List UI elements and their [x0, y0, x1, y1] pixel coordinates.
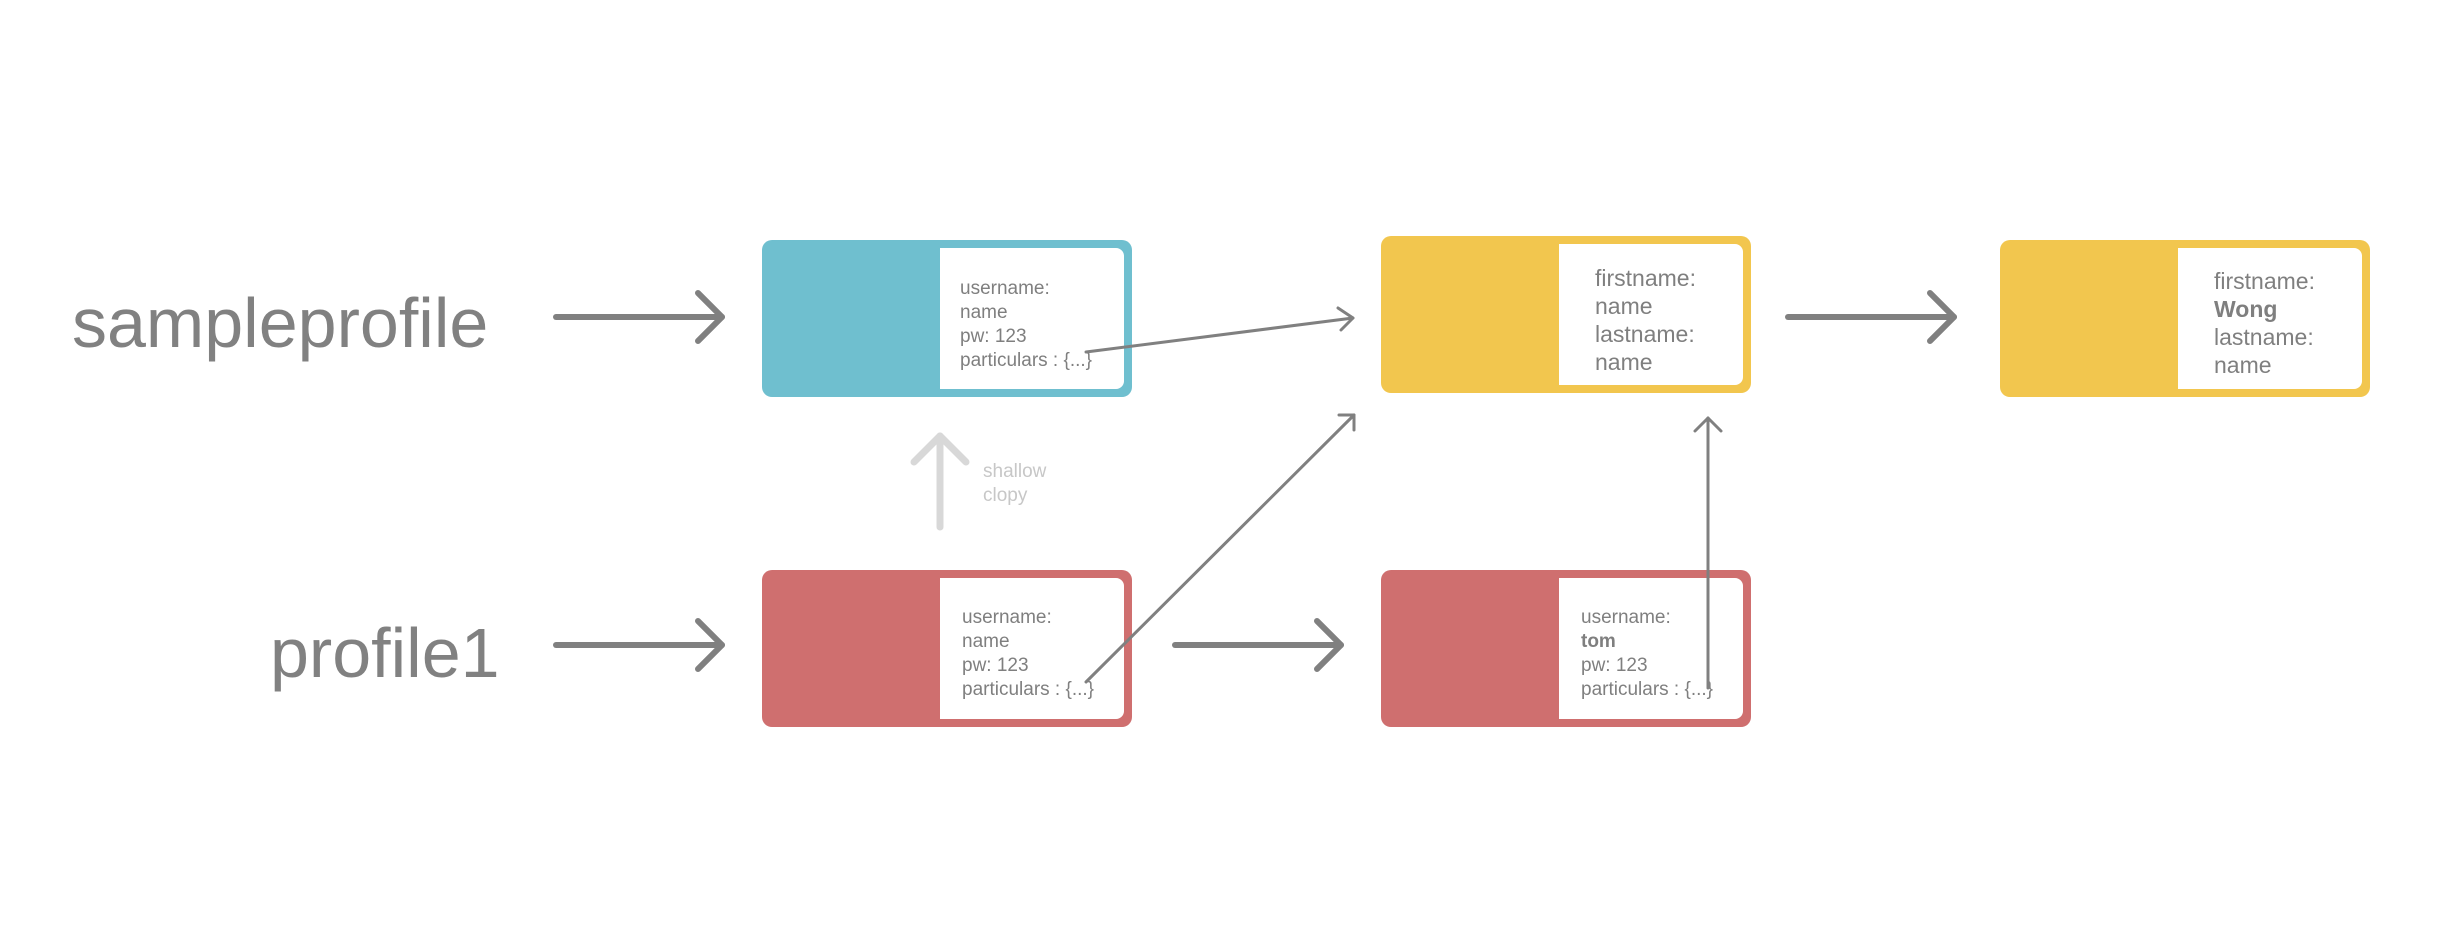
sampleprofile-object-fields: username: name pw: 123 particulars : {..… — [940, 248, 1124, 389]
arrow-shallow-copy — [910, 432, 970, 531]
arrow-profile1-to-object — [553, 618, 725, 672]
arrow-profile1-particulars-reference — [1084, 413, 1356, 684]
profile1-object-fields: username: name pw: 123 particulars : {..… — [940, 578, 1124, 719]
profile1-updated-object-fields: username: tom pw: 123 particulars : {...… — [1559, 578, 1743, 719]
variable-label-profile1: profile1 — [270, 614, 500, 692]
field-username-label: username: — [1581, 607, 1671, 628]
field-username-value: name — [962, 631, 1010, 652]
field-particulars: particulars : {...} — [1581, 679, 1714, 700]
field-lastname-label: lastname: — [1595, 321, 1695, 347]
field-pw: pw: 123 — [960, 326, 1027, 347]
field-lastname-value: name — [1595, 349, 1653, 375]
field-pw: pw: 123 — [962, 655, 1029, 676]
particulars-updated-object-box: firstname: Wong lastname: name — [2000, 240, 2370, 397]
field-particulars: particulars : {...} — [960, 350, 1093, 371]
arrow-particulars-to-updated-particulars — [1785, 290, 1957, 344]
field-username-value: tom — [1581, 630, 1743, 654]
variable-label-sampleprofile: sampleprofile — [72, 284, 489, 362]
particulars-shared-object-fields: firstname: name lastname: name — [1559, 244, 1743, 385]
field-pw: pw: 123 — [1581, 655, 1648, 676]
arrow-sampleprofile-particulars-reference — [1084, 306, 1355, 354]
shallow-copy-line-2: clopy — [983, 485, 1028, 506]
shallow-copy-line-1: shallow — [983, 461, 1047, 482]
field-username-label: username: — [960, 278, 1050, 299]
arrow-updated-profile1-particulars-reference — [1693, 416, 1723, 690]
arrow-sampleprofile-to-object — [553, 290, 725, 344]
shallow-copy-annotation: shallow clopy — [983, 460, 1046, 508]
field-lastname-label: lastname: — [2214, 324, 2314, 350]
field-particulars: particulars : {...} — [962, 679, 1095, 700]
profile1-updated-object-box: username: tom pw: 123 particulars : {...… — [1381, 570, 1751, 727]
particulars-updated-object-fields: firstname: Wong lastname: name — [2178, 248, 2362, 389]
field-username-value: name — [960, 302, 1008, 323]
particulars-shared-object-box: firstname: name lastname: name — [1381, 236, 1751, 393]
field-lastname-value: name — [2214, 352, 2272, 378]
field-firstname-value-bold: Wong — [2214, 296, 2278, 322]
profile1-object-box: username: name pw: 123 particulars : {..… — [762, 570, 1132, 727]
field-firstname-label: firstname: — [1595, 265, 1696, 291]
field-firstname-value: Wong — [2214, 295, 2362, 323]
field-firstname-value: name — [1595, 293, 1653, 319]
field-username-label: username: — [962, 607, 1052, 628]
sampleprofile-object-box: username: name pw: 123 particulars : {..… — [762, 240, 1132, 397]
field-username-value-bold: tom — [1581, 631, 1616, 652]
arrow-object-to-updated-object — [1172, 618, 1344, 672]
field-firstname-label: firstname: — [2214, 268, 2315, 294]
